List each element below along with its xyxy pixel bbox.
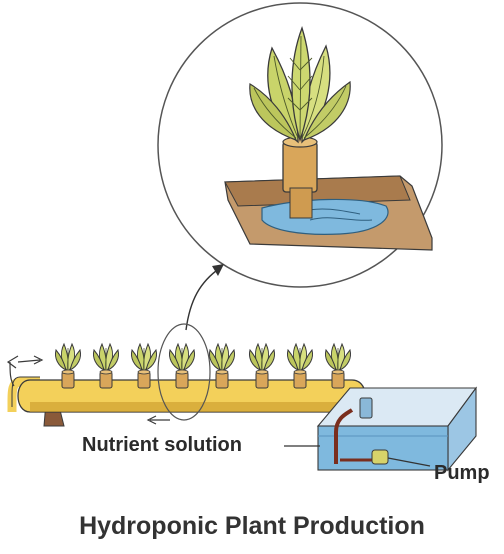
- nutrient-tank: [316, 386, 478, 472]
- pump-label: Pump: [434, 462, 490, 484]
- nutrient-solution-label: Nutrient solution: [82, 434, 242, 456]
- zoom-arrow-head: [212, 264, 224, 276]
- diagram-title: Hydroponic Plant Production: [79, 512, 425, 540]
- zoom-inset: [157, 2, 443, 288]
- zoom-arrow: [185, 267, 221, 331]
- pump: [371, 449, 389, 465]
- highlight-ellipse: [157, 323, 211, 421]
